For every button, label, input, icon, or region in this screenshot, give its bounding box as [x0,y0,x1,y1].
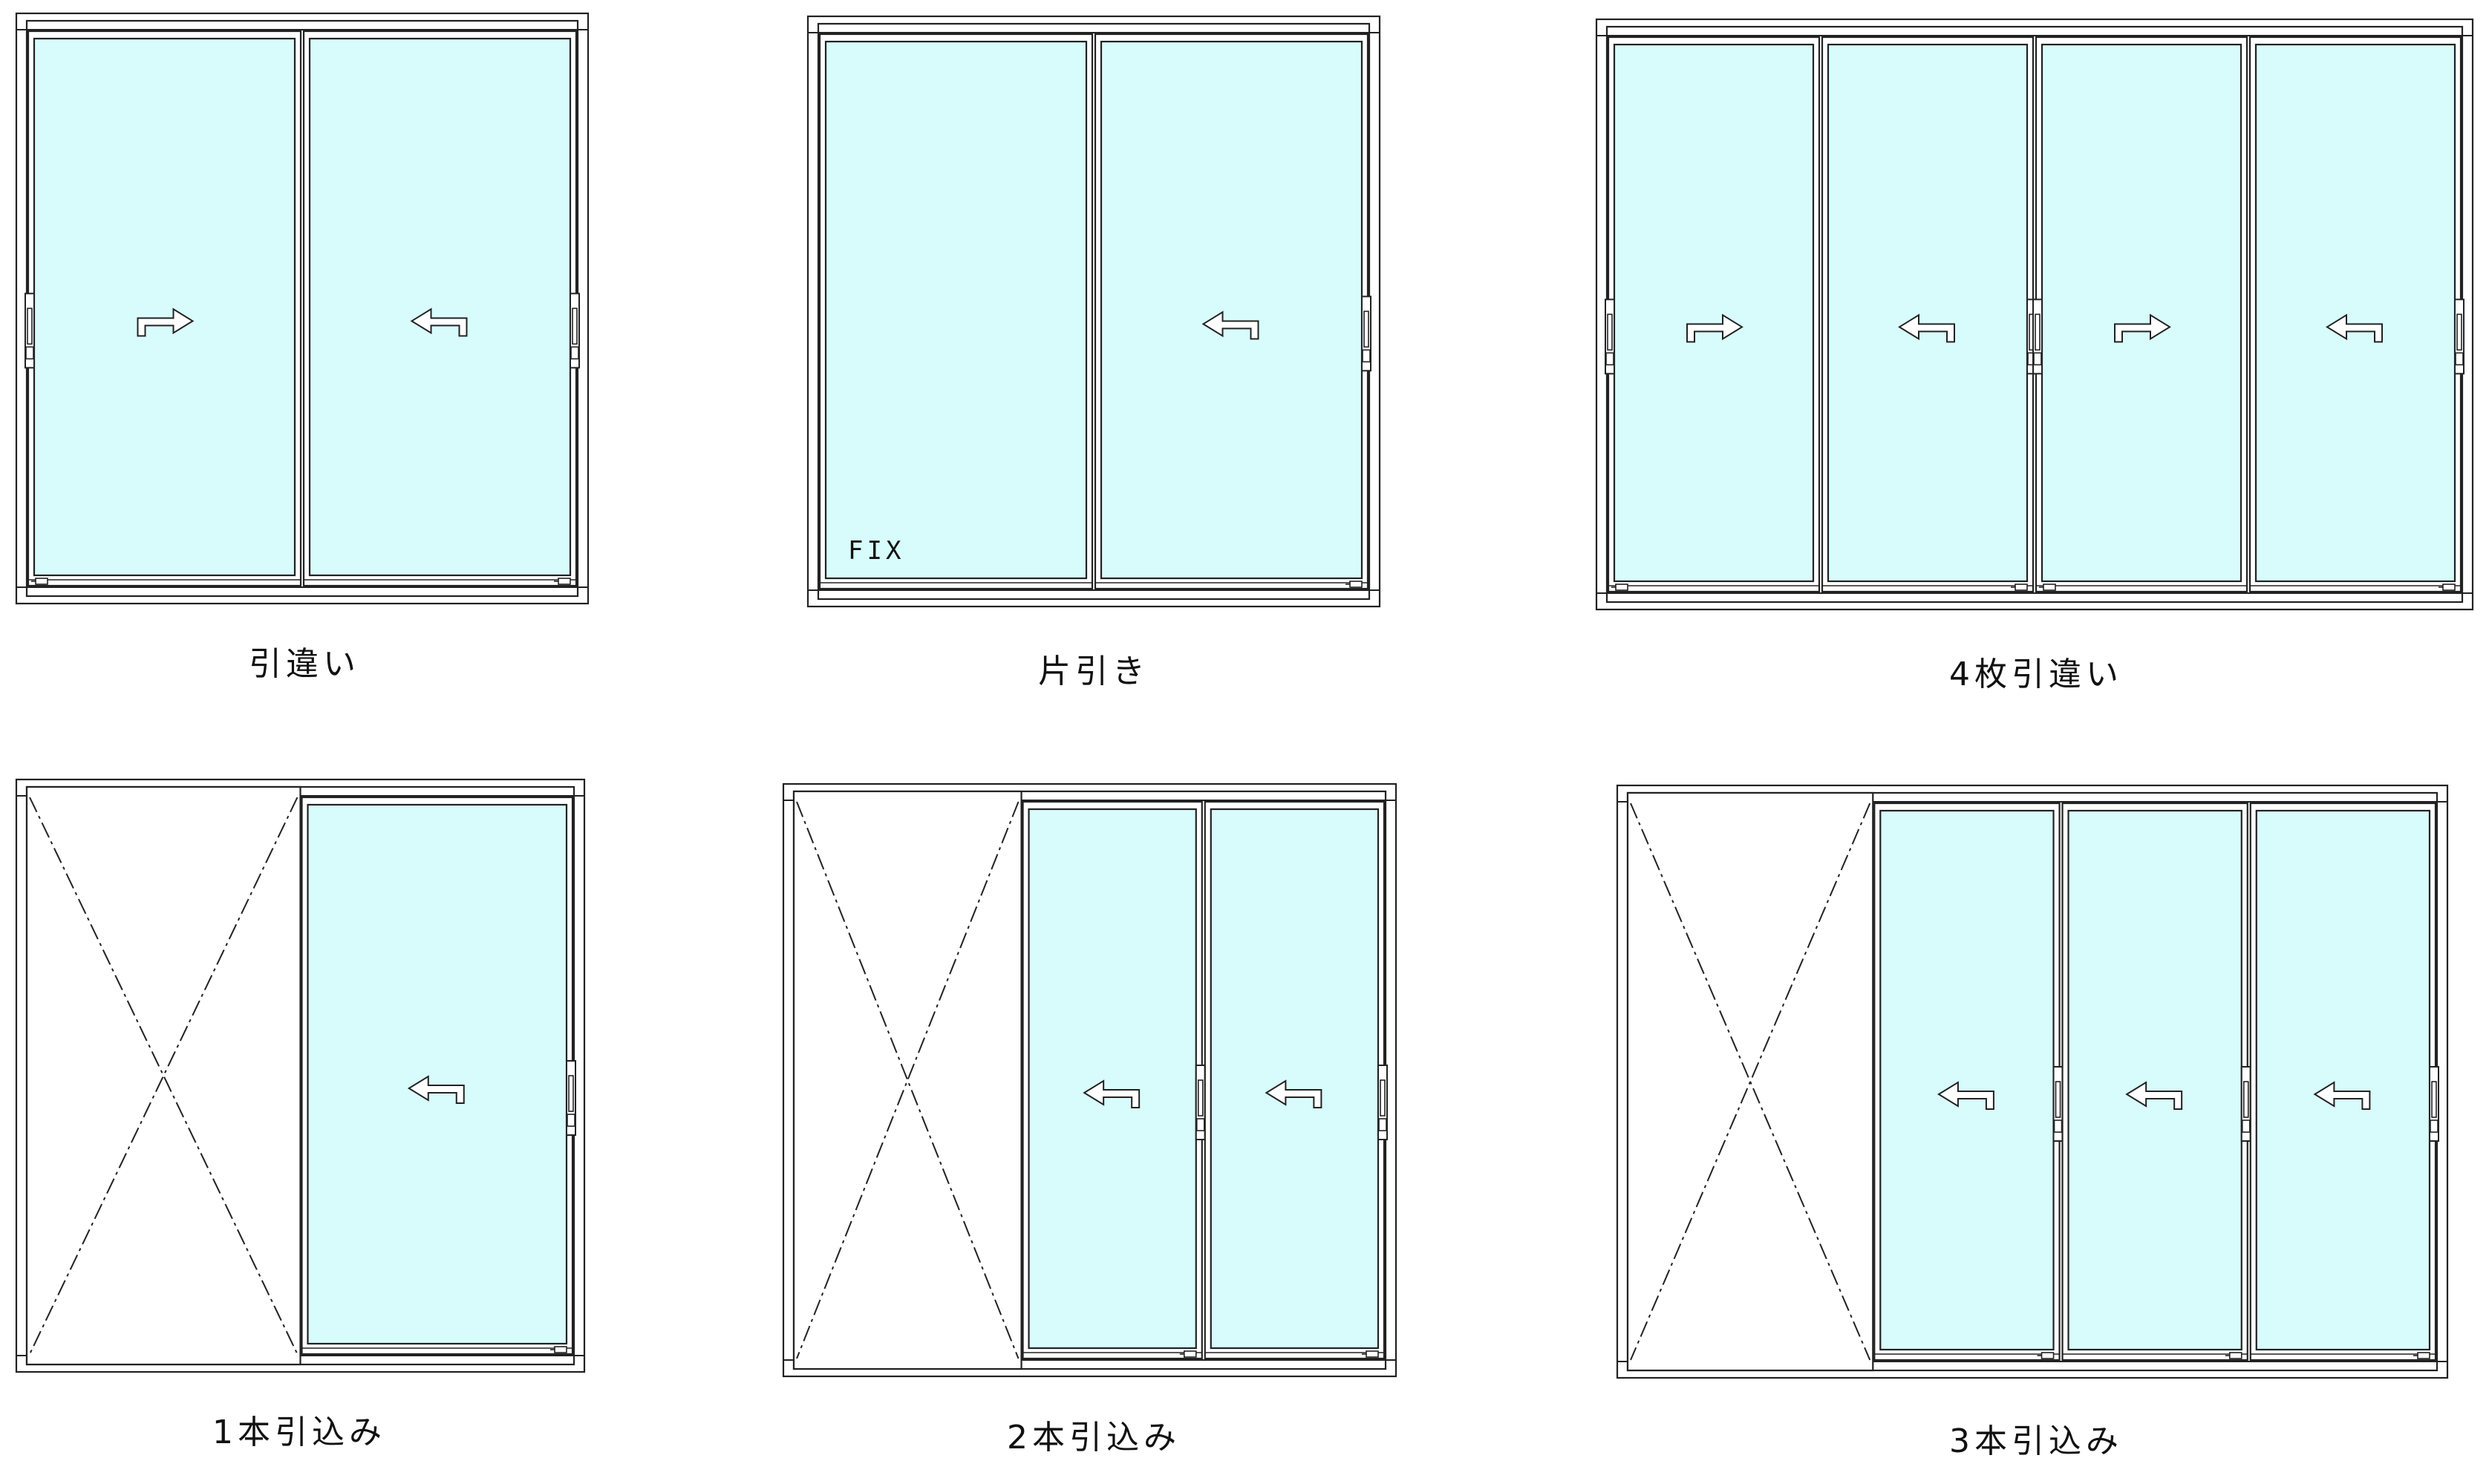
arrow-left-icon [1898,313,1955,343]
arrow-left-icon [410,307,468,337]
pocket-space [25,785,301,1366]
arrow-left-icon [1083,1079,1141,1108]
sash-pane-1 [1873,802,2064,1362]
arrow-right-icon [137,307,195,337]
handle-icon [2032,298,2043,375]
latch-icon [2039,584,2056,591]
glass [307,803,568,1345]
window-diagram-3 [15,778,586,1373]
glass [824,40,1088,580]
latch-icon [1345,581,1363,588]
latch-icon [2225,1352,2242,1359]
sash-pane-1 [1821,36,2037,593]
glass [2255,809,2431,1351]
handle-icon [1377,1065,1388,1140]
window-diagram-4 [782,782,1397,1378]
sash-pane-3 [2248,36,2464,593]
window-diagram-5 [1616,784,2449,1379]
window-diagram-2 [1595,18,2474,611]
glass [1100,40,1363,580]
glass [2041,43,2242,583]
arrow-right-icon [2114,313,2171,343]
sash-pane-2 [2061,802,2251,1362]
latch-icon [31,578,48,585]
caption-2hon-hikikomi: 2本引込み [1007,1419,1181,1457]
handle-icon [2429,1066,2439,1142]
glass [1879,809,2055,1351]
arrow-left-icon [2313,1081,2371,1110]
window-diagram-0 [15,12,590,605]
pocket-diagonal [796,801,1020,1359]
latch-icon [2011,584,2028,591]
sash-pane-2 [1204,800,1388,1360]
handle-icon [25,292,35,369]
arrow-right-icon [1686,313,1743,343]
handle-icon [1605,298,1615,375]
window-diagram-1: FIX [806,15,1381,608]
handle-icon [1195,1065,1206,1140]
sash-pane-0 [25,30,302,587]
caption-katabiki: 片引き [1038,653,1149,690]
glass [308,37,572,577]
fix-label: FIX [848,536,904,566]
latch-icon [2439,584,2456,591]
caption-3bon-hikikomi: 3本引込み [1949,1422,2123,1460]
latch-icon [1611,584,1628,591]
arrow-left-icon [1201,310,1259,340]
arrow-left-icon [2125,1081,2183,1110]
arrow-left-icon [1265,1079,1322,1108]
sash-pane-3 [2249,802,2439,1362]
arrow-left-icon [1937,1081,1994,1110]
sash-pane-1 [1094,33,1371,590]
handle-icon [2454,298,2464,375]
glass [1210,808,1380,1350]
handle-icon [570,292,580,369]
glass [33,37,296,577]
sash-pane-2 [2032,36,2248,593]
pocket-diagonal [29,797,299,1355]
arrow-left-icon [2326,313,2383,343]
pocket-space [1626,791,1874,1372]
glass [1028,808,1197,1350]
arrow-left-icon [407,1075,465,1104]
latch-icon [1179,1350,1197,1358]
sash-pane-1 [302,30,580,587]
glass [1613,43,1815,583]
caption-1pon-hikikomi: 1本引込み [212,1413,386,1451]
handle-icon [2240,1066,2251,1142]
sash-pane-0 [1605,36,1821,593]
sash-pane-1 [301,796,576,1356]
caption-hikichigai: 引違い [249,645,360,683]
sash-pane-1 [1022,800,1206,1360]
pocket-diagonal [796,801,1020,1359]
handle-icon [1361,295,1371,372]
glass [2067,809,2242,1351]
pocket-diagonal [1630,803,1871,1361]
latch-icon [2037,1352,2055,1359]
latch-icon [1362,1350,1379,1358]
caption-4mai-hikichigai: 4枚引違い [1949,656,2123,693]
pocket-diagonal [29,797,299,1355]
sash-pane-0: FIX [818,33,1094,590]
handle-icon [2052,1066,2064,1142]
latch-icon [2413,1352,2430,1359]
glass [2254,43,2456,583]
glass [1827,43,2029,583]
latch-icon [554,578,571,585]
pocket-space [792,790,1022,1370]
latch-icon [550,1346,567,1353]
handle-icon [566,1060,576,1136]
